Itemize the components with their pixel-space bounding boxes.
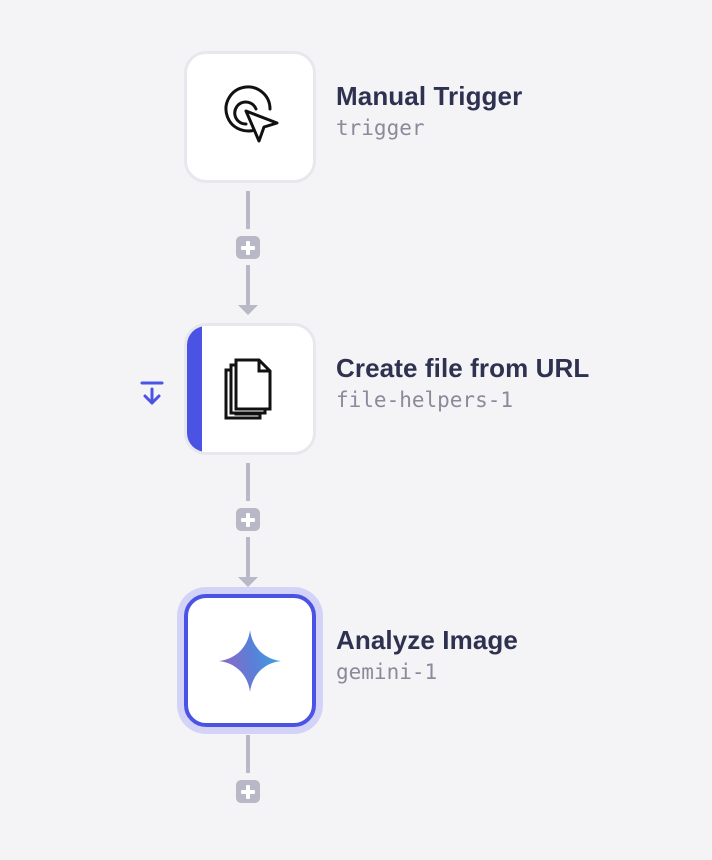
files-stack-icon bbox=[222, 356, 278, 422]
arrow-down-icon bbox=[238, 305, 258, 315]
node-card-analyze-image[interactable] bbox=[184, 594, 316, 727]
node-title: Manual Trigger bbox=[336, 81, 523, 111]
connector-line bbox=[246, 265, 250, 306]
connector-line bbox=[246, 463, 250, 501]
node-title: Create file from URL bbox=[336, 353, 590, 383]
step-into-arrow-icon bbox=[140, 381, 164, 405]
node-analyze-image[interactable] bbox=[184, 594, 316, 727]
node-title: Analyze Image bbox=[336, 625, 518, 655]
connector-line bbox=[246, 191, 250, 229]
node-manual-trigger[interactable] bbox=[184, 51, 316, 183]
step-into-button[interactable] bbox=[140, 379, 164, 407]
add-step-button[interactable] bbox=[236, 780, 260, 803]
node-id: gemini-1 bbox=[336, 660, 438, 684]
arrow-down-icon bbox=[238, 577, 258, 587]
node-card-create-file[interactable] bbox=[184, 323, 316, 455]
add-step-button[interactable] bbox=[236, 508, 260, 531]
gemini-sparkle-icon bbox=[218, 629, 282, 693]
connector-line bbox=[246, 537, 250, 578]
node-id: file-helpers-1 bbox=[336, 388, 514, 412]
node-label-create-file: Create file from URL file-helpers-1 bbox=[336, 353, 589, 414]
node-label-analyze-image: Analyze Image gemini-1 bbox=[336, 625, 518, 686]
active-step-indicator bbox=[187, 326, 202, 452]
add-step-button[interactable] bbox=[236, 236, 260, 259]
node-card-manual-trigger[interactable] bbox=[184, 51, 316, 183]
connector-line bbox=[246, 735, 250, 773]
cursor-click-icon bbox=[215, 82, 285, 152]
node-create-file-from-url[interactable] bbox=[184, 323, 316, 455]
node-label-manual-trigger: Manual Trigger trigger bbox=[336, 81, 522, 142]
node-id: trigger bbox=[336, 116, 425, 140]
